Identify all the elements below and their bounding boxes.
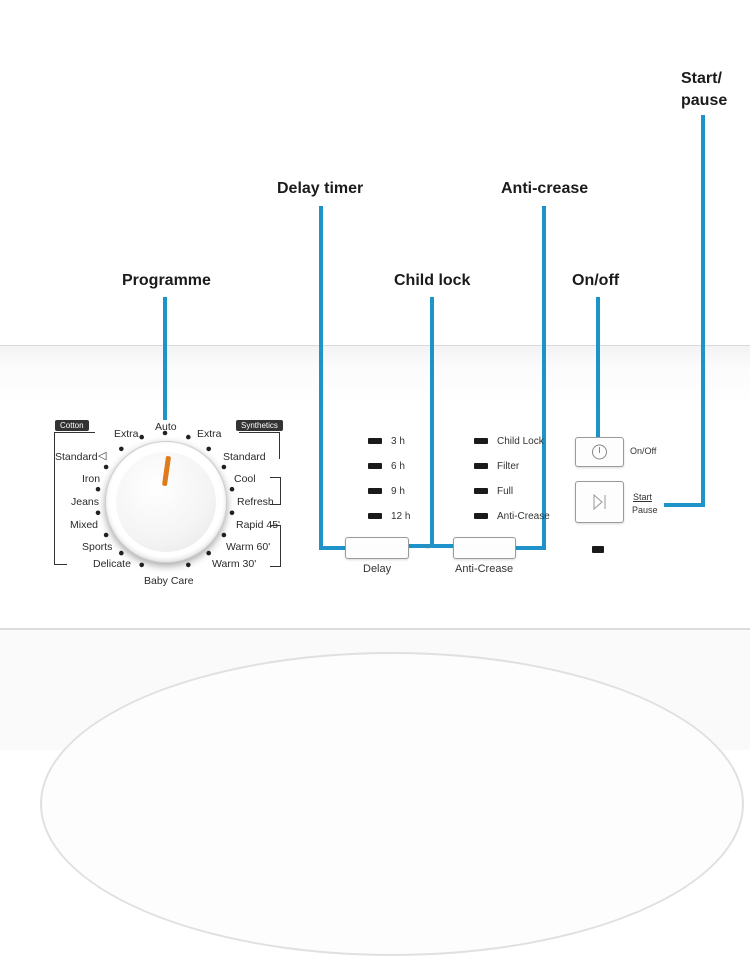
prog-standard-right: Standard [223, 451, 266, 463]
start-label: Start [633, 492, 653, 502]
dial-tick-dot [103, 532, 109, 538]
status-full: Full [497, 486, 514, 497]
led-delay-6h [368, 463, 382, 469]
group-tag-cotton: Cotton [55, 420, 89, 431]
line-delay-timer [319, 206, 323, 550]
dial-tick-dot [139, 562, 144, 568]
bracket-cotton-lower [54, 494, 67, 565]
prog-sports: Sports [82, 541, 113, 553]
anti-crease-button-label: Anti-Crease [455, 563, 514, 575]
line-start-pause-h [664, 503, 705, 507]
line-anti-crease-h [514, 546, 546, 550]
prog-mixed: Mixed [70, 519, 99, 531]
dial-tick-dot [221, 464, 227, 470]
dial-tick-dot [186, 434, 191, 440]
dial-tick-dot [103, 464, 109, 470]
delay-button[interactable] [345, 537, 409, 559]
dial-tick-dot [229, 486, 235, 492]
anti-crease-button[interactable] [453, 537, 516, 559]
power-icon [592, 444, 607, 460]
prog-standard-left: Standard [55, 451, 98, 463]
bracket-rapid-warm [270, 525, 281, 567]
status-filter: Filter [497, 461, 520, 472]
prog-cool: Cool [234, 473, 256, 485]
dial-tick-dot [162, 430, 168, 436]
delay-option-12h: 12 h [391, 511, 411, 522]
dial-tick-dot [95, 510, 101, 516]
led-delay-12h [368, 513, 382, 519]
led-anti-crease [474, 513, 488, 519]
dial-pointer [161, 455, 172, 487]
prog-iron: Iron [82, 473, 101, 485]
on-off-label: On/Off [630, 446, 657, 456]
play-pause-icon [593, 493, 606, 511]
delay-button-label: Delay [363, 563, 392, 575]
bracket-cool-refresh [270, 477, 281, 505]
prog-extra-right: Extra [197, 428, 222, 440]
callout-start-pause-line2: pause [681, 92, 728, 109]
dial-tick-dot [139, 434, 144, 440]
delay-option-3h: 3 h [391, 436, 405, 447]
programme-dial-face [116, 452, 216, 552]
panel-seam [0, 628, 750, 630]
line-start-pause [701, 115, 705, 507]
led-start [592, 546, 604, 553]
dial-tick-ring [95, 430, 235, 568]
callout-start-pause-line1: Start/ [681, 70, 722, 87]
prog-warm60: Warm 60' [226, 541, 271, 553]
dial-tick-dot [206, 446, 211, 452]
prog-refresh: Refresh [237, 496, 274, 508]
line-programme [163, 297, 167, 420]
callout-anti-crease: Anti-crease [501, 180, 589, 197]
dial-tick-dot [119, 550, 124, 556]
callout-delay-timer: Delay timer [277, 180, 364, 197]
callout-child-lock: Child lock [394, 272, 471, 289]
dial-tick-dot [119, 446, 124, 452]
prog-delicate: Delicate [93, 558, 131, 570]
prog-auto: Auto [155, 421, 177, 433]
dial-tick-dot [95, 486, 101, 492]
led-delay-3h [368, 438, 382, 444]
status-anti-crease: Anti-Crease [497, 511, 550, 522]
line-child-lock-h [408, 544, 453, 548]
group-tag-synthetics: Synthetics [236, 420, 283, 431]
start-pause-button[interactable] [575, 481, 624, 523]
on-off-button[interactable] [575, 437, 624, 467]
callout-programme: Programme [122, 272, 211, 289]
line-on-off [596, 297, 600, 437]
child-lock-icon: ∞ [425, 544, 430, 551]
arrow-left-icon: ◁ [98, 450, 107, 462]
led-delay-9h [368, 488, 382, 494]
dial-tick-dot [229, 510, 235, 516]
pause-label: Pause [632, 505, 658, 515]
prog-rapid: Rapid 45' [236, 519, 281, 531]
led-filter [474, 463, 488, 469]
line-child-lock [430, 297, 434, 547]
bracket-synthetics [239, 432, 280, 459]
prog-jeans: Jeans [71, 496, 100, 508]
dial-tick-dot [186, 562, 191, 568]
line-anti-crease [542, 206, 546, 550]
prog-baby-care: Baby Care [144, 575, 194, 587]
delay-option-6h: 6 h [391, 461, 405, 472]
dial-tick-dot [221, 532, 227, 538]
prog-warm30: Warm 30' [212, 558, 257, 570]
callout-on-off: On/off [572, 272, 620, 289]
delay-option-9h: 9 h [391, 486, 405, 497]
programme-dial[interactable] [105, 441, 227, 563]
status-child-lock: Child Lock [497, 436, 544, 447]
dial-tick-dot [206, 550, 211, 556]
led-child-lock [474, 438, 488, 444]
line-delay-timer-h [319, 546, 345, 550]
led-full [474, 488, 488, 494]
prog-extra-left: Extra [114, 428, 139, 440]
